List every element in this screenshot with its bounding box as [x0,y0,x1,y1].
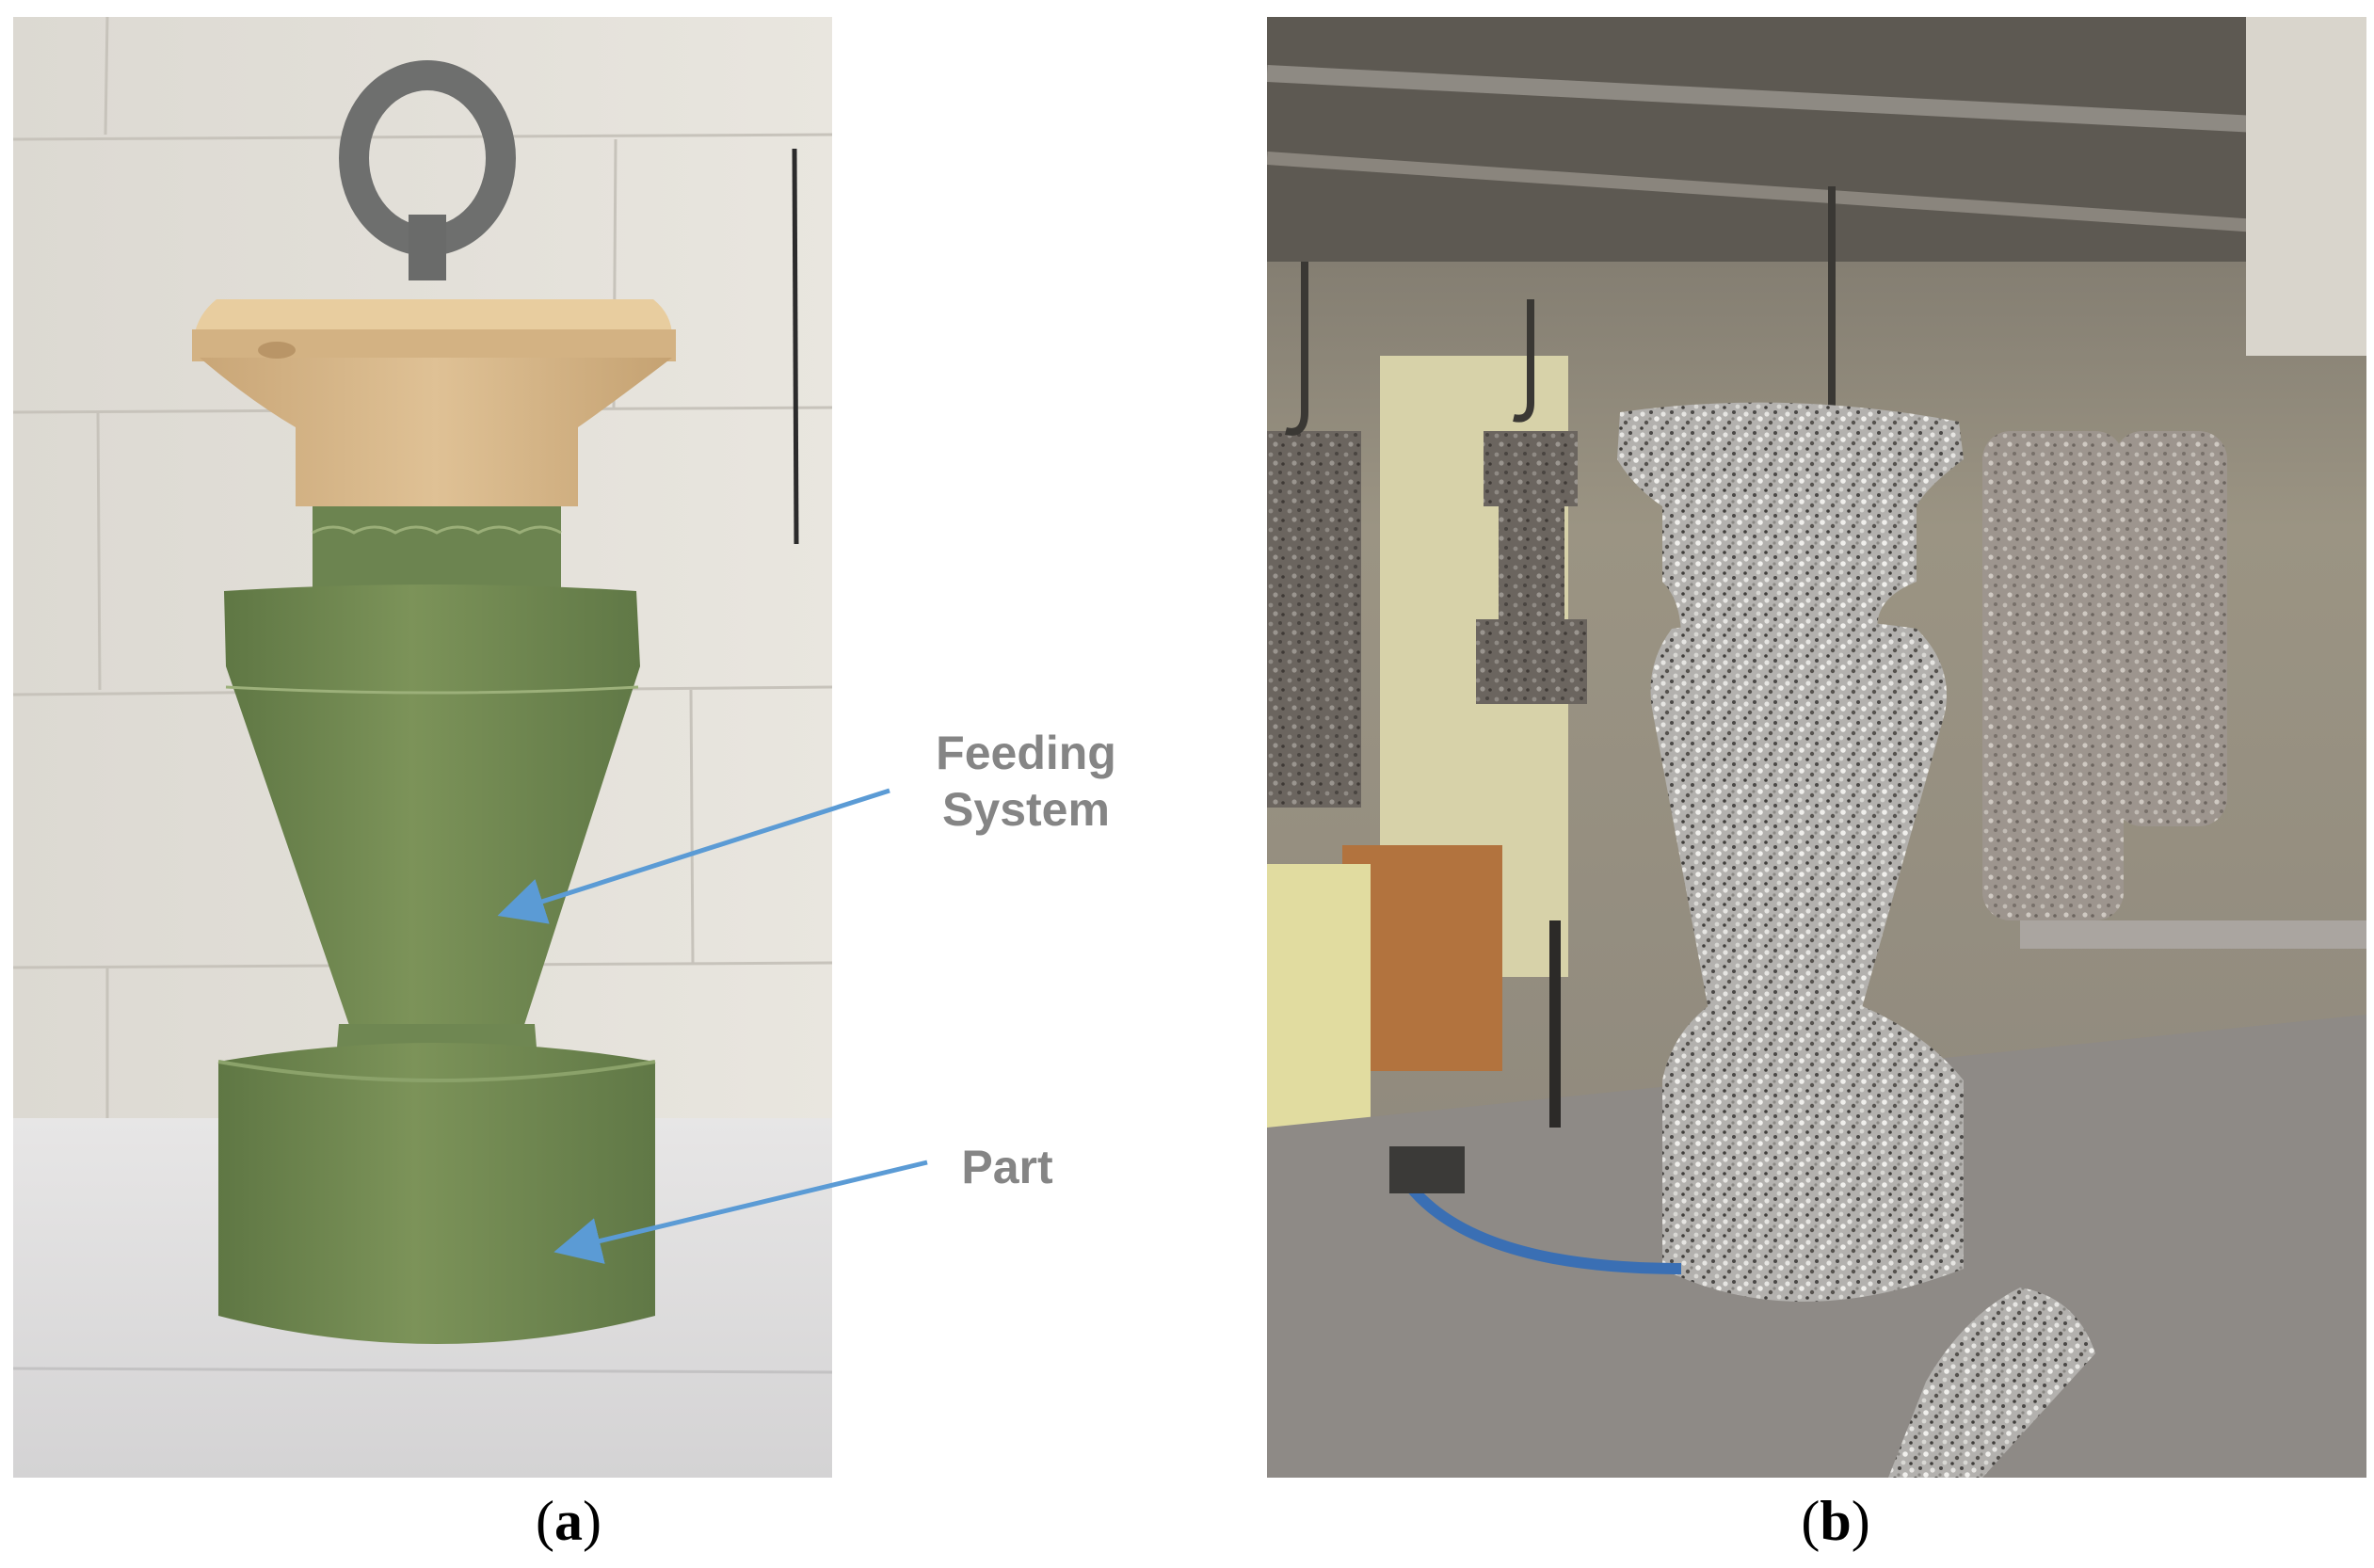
caption-a: (a) [503,1489,634,1554]
callout-feeding-system: Feeding System [885,725,1167,838]
ceramic-pouring-cup [192,299,676,506]
caption-a-close: ) [583,1490,602,1552]
caption-a-letter: a [554,1490,583,1552]
photo-panel-a [13,17,832,1478]
air-hose [1404,1180,1682,1274]
wall-crack [792,148,799,545]
hanging-hooks [1285,186,1836,436]
pattern-assembly-photo [13,17,832,1478]
callout-feeding-line2: System [942,783,1110,836]
part-cylinder [218,1043,655,1344]
caption-b-letter: b [1820,1490,1852,1552]
ceramic-shell-main [1617,402,2095,1478]
coated-shell-drying-photo [1267,17,2366,1478]
green-pattern [217,506,656,1344]
caption-b-open: ( [1801,1490,1821,1552]
background-shell-cluster-right [1982,431,2227,920]
lifting-eye-ring-icon [339,60,516,280]
caption-a-open: ( [536,1490,554,1552]
callout-feeding-line1: Feeding [936,727,1116,779]
background-shell-cluster [1267,431,1587,808]
caption-b: (b) [1770,1489,1901,1554]
hose-fitting [1389,1146,1465,1193]
photo-panel-b [1267,17,2366,1478]
callout-part: Part [961,1141,1053,1193]
caption-b-close: ) [1851,1490,1870,1552]
